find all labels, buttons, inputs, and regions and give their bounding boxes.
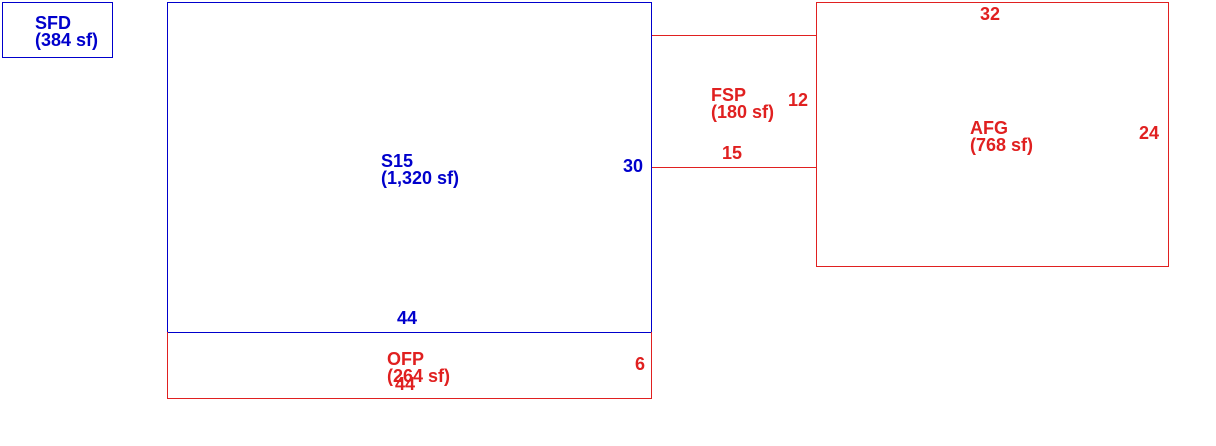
- afg-area-size: (768 sf): [970, 135, 1034, 155]
- fsp-code: FSP: [711, 85, 747, 105]
- fsp-side-dimension: 12: [788, 90, 809, 110]
- ofp-area: [167, 332, 652, 399]
- fsp-bottom-dimension: 15: [722, 143, 743, 163]
- fsp-top-edge: [652, 35, 817, 36]
- s15-code: S15: [381, 151, 414, 171]
- afg-side-dimension: 24: [1139, 123, 1160, 143]
- ofp-area-size: (264 sf): [387, 366, 451, 386]
- s15-label: S15 (1,320 sf): [381, 151, 460, 188]
- afg-top-dimension: 32: [980, 4, 1001, 24]
- afg-code: AFG: [970, 118, 1008, 138]
- ofp-label: OFP (264 sf): [387, 349, 451, 386]
- s15-side-dimension: 30: [623, 156, 644, 176]
- s15-bottom-dimension: 44: [397, 308, 418, 328]
- fsp-bottom-edge: [652, 167, 817, 168]
- s15-area-size: (1,320 sf): [381, 168, 460, 188]
- ofp-bottom-dimension: 44: [395, 374, 416, 394]
- afg-label: AFG (768 sf): [970, 118, 1034, 155]
- afg-area: [816, 2, 1169, 267]
- s15-area: [167, 2, 652, 333]
- sfd-code: SFD: [35, 13, 71, 33]
- sfd-area-size: (384 sf): [35, 30, 99, 50]
- sfd-area: [2, 2, 113, 58]
- sfd-label: SFD (384 sf): [35, 13, 99, 50]
- ofp-code: OFP: [387, 349, 425, 369]
- fsp-label: FSP (180 sf): [711, 85, 775, 122]
- ofp-side-dimension: 6: [635, 354, 646, 374]
- fsp-area-size: (180 sf): [711, 102, 775, 122]
